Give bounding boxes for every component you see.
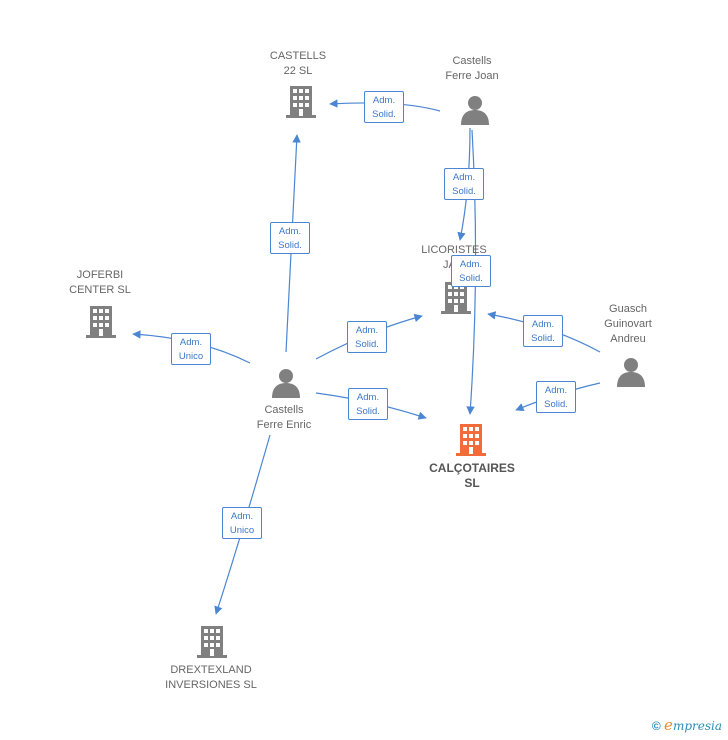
node-label-calcotaires[interactable]: CALÇOTAIRES SL: [429, 461, 515, 490]
building-icon: [286, 86, 316, 118]
node-label-joferbi[interactable]: JOFERBI CENTER SL: [69, 269, 131, 296]
edge-label: Adm. Solid.: [444, 168, 484, 200]
edge-label: Adm. Solid.: [364, 91, 404, 123]
node-label-castells22[interactable]: CASTELLS 22 SL: [269, 50, 327, 77]
node-label-drextexland[interactable]: DREXTEXLAND INVERSIONES SL: [165, 664, 257, 691]
node-label-castells-enric[interactable]: Castells Ferre Enric: [256, 404, 312, 431]
edge-label: Adm. Solid.: [451, 255, 491, 287]
building-icon: [197, 626, 227, 658]
building-icon: [456, 424, 486, 456]
person-icon: [617, 358, 645, 387]
node-label-guasch[interactable]: Guasch Guinovart Andreu: [604, 303, 652, 345]
edge-label: Adm. Unico: [171, 333, 211, 365]
edge-label: Adm. Solid.: [270, 222, 310, 254]
edge-label: Adm. Solid.: [523, 315, 563, 347]
edge-label: Adm. Unico: [222, 507, 262, 539]
edge-label: Adm. Solid.: [347, 321, 387, 353]
person-icon: [272, 369, 300, 398]
edge-label: Adm. Solid.: [536, 381, 576, 413]
footer-brand: © empresia: [652, 716, 722, 734]
node-label-castells-joan[interactable]: Castells Ferre Joan: [445, 55, 499, 82]
building-icon: [86, 306, 116, 338]
brand-logo: empresia: [664, 716, 722, 734]
edge-label: Adm. Solid.: [348, 388, 388, 420]
copyright-icon: ©: [651, 719, 661, 733]
person-icon: [461, 96, 489, 125]
